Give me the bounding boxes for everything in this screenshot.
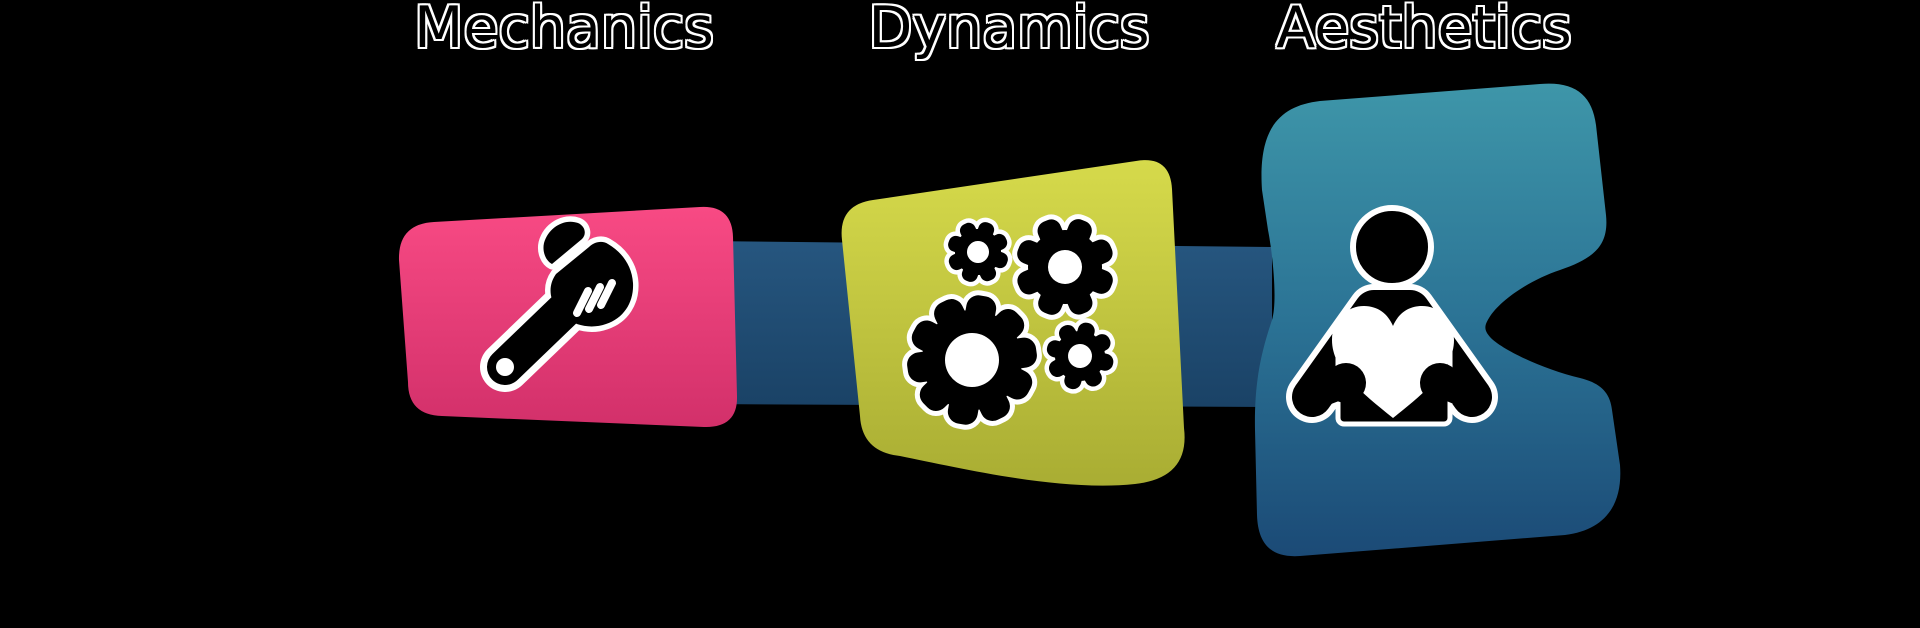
wrench-end-hole bbox=[496, 358, 514, 376]
gear-large-bottom bbox=[902, 290, 1042, 430]
person-heart-icon bbox=[1286, 205, 1498, 427]
gear-small-top bbox=[943, 217, 1013, 287]
person-hands bbox=[1304, 363, 1480, 408]
wrench-grip-marks bbox=[573, 279, 616, 317]
stage-block-dynamics bbox=[841, 160, 1185, 486]
stage-block-mechanics bbox=[398, 206, 738, 428]
stage-title-dynamics: Dynamics bbox=[868, 0, 1150, 61]
gear-small-bottom-right bbox=[1042, 318, 1118, 394]
stage-block-aesthetics bbox=[1254, 83, 1621, 557]
gears-icon bbox=[902, 214, 1118, 430]
person-head bbox=[1350, 205, 1434, 289]
stage-title-mechanics: Mechanics bbox=[414, 0, 714, 61]
stage-title-aesthetics: Aesthetics bbox=[1276, 0, 1572, 61]
wrench-icon bbox=[480, 216, 639, 392]
gear-medium-top-right bbox=[1012, 214, 1118, 320]
